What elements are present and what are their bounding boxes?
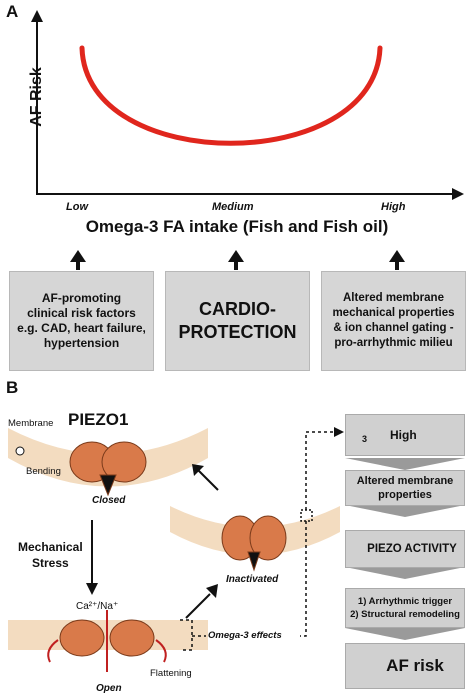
altered-membrane-properties-box: Altered membrane properties xyxy=(345,470,465,506)
risk-factors-line: e.g. CAD, heart failure, xyxy=(17,321,146,335)
risk-factors-line: hypertension xyxy=(43,336,120,350)
x-axis-arrowhead xyxy=(452,188,464,200)
cardioprotection-line: CARDIO- xyxy=(198,299,276,319)
altered-membrane-line: Altered membrane xyxy=(343,292,444,304)
chain-line: properties xyxy=(378,489,432,501)
risk-factors-line: clinical risk factors xyxy=(27,306,136,320)
altered-membrane-line: pro-arrhythmic milieu xyxy=(334,337,453,349)
piezo1-title: PIEZO1 xyxy=(68,410,129,429)
panel-b-letter: B xyxy=(6,378,19,397)
piezo-activity-label: PIEZO ACTIVITY xyxy=(367,543,457,555)
af-risk-box: AF risk xyxy=(345,643,465,689)
membrane-label: Membrane xyxy=(8,418,54,429)
to-inactivated-arrowhead xyxy=(206,584,218,598)
piezo-closed-protein xyxy=(69,441,147,497)
up-arrows-a xyxy=(70,250,405,270)
ions-label: Ca²⁺/Na⁺ xyxy=(76,601,119,612)
piezo-inactivated-protein xyxy=(221,515,287,572)
bending-marker xyxy=(15,446,25,456)
cardioprotection-box: CARDIO- PROTECTION xyxy=(165,271,310,371)
triggers-box: 1) Arrhythmic trigger 2) Structural remo… xyxy=(345,588,465,628)
cardioprotection-line: PROTECTION xyxy=(178,322,297,342)
x-axis-label: Omega-3 FA intake (Fish and Fish oil) xyxy=(85,217,389,236)
altered-membrane-box: Altered membrane mechanical properties &… xyxy=(321,271,466,371)
risk-factors-line: AF-promoting xyxy=(41,291,122,305)
omega3-effects-label: Omega-3 effects xyxy=(208,630,282,641)
af-risk-label: AF risk xyxy=(386,656,444,675)
af-risk-curve xyxy=(79,45,383,146)
flattening-label: Flattening xyxy=(150,668,192,679)
stress-line: Mechanical xyxy=(18,540,83,554)
mechanical-stress-label: Mechanical Stress xyxy=(18,539,83,571)
drop-number: 3 xyxy=(362,434,368,444)
open-label: Open xyxy=(96,683,122,694)
tick-medium: Medium xyxy=(212,201,254,213)
altered-membrane-line: mechanical properties xyxy=(332,307,455,319)
closed-label: Closed xyxy=(92,495,126,506)
bending-label: Bending xyxy=(26,466,61,477)
tick-high: High xyxy=(381,201,406,213)
y-axis-arrowhead xyxy=(31,10,43,22)
chain-chevrons xyxy=(345,458,465,640)
chain-line: Altered membrane xyxy=(356,475,454,487)
trigger-line: 1) Arrhythmic trigger xyxy=(357,596,453,607)
stress-arrowhead xyxy=(86,583,98,595)
risk-factors-box: AF-promoting clinical risk factors e.g. … xyxy=(9,271,154,371)
piezo-activity-box: PIEZO ACTIVITY xyxy=(345,530,465,568)
tick-low: Low xyxy=(66,201,88,213)
trigger-line: 2) Structural remodeling xyxy=(350,609,460,620)
omega3-high-box: High xyxy=(345,414,465,456)
piezo-open-protein xyxy=(47,610,167,672)
to-closed-arrowhead xyxy=(192,464,204,476)
inactivated-label: Inactivated xyxy=(226,574,279,585)
panel-a-letter: A xyxy=(6,2,19,21)
altered-membrane-line: & ion channel gating - xyxy=(333,322,454,334)
high-label: High xyxy=(390,428,417,442)
stress-line: Stress xyxy=(32,556,69,570)
